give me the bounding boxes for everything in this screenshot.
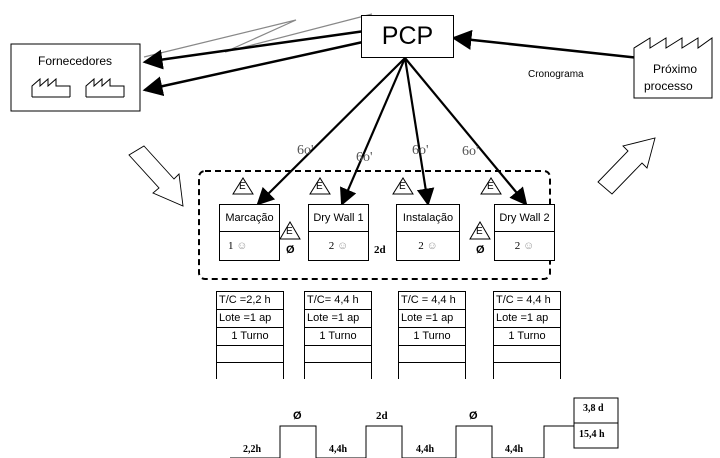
- inbound-shipment-arrow: [128, 145, 184, 207]
- operator-count: 2 ☺: [514, 240, 535, 252]
- operator-count: 2 ☺: [328, 240, 349, 252]
- inventory-e-6: E: [476, 226, 483, 237]
- data-box-instalacao: T/C = 4,4 h Lote =1 ap 1 Turno: [398, 291, 466, 379]
- shifts: 1 Turno: [494, 327, 560, 345]
- timeline-process-time-1: 2,2h: [243, 444, 262, 455]
- timeline-process-time-3: 4,4h: [416, 444, 435, 455]
- empty-row: [494, 345, 560, 362]
- go-see-icon-1: 6o': [297, 143, 314, 158]
- next-process-factory-icon: [633, 37, 713, 99]
- cycle-time: T/C= 4,4 h: [305, 291, 371, 309]
- timeline-wait-1: Ø: [293, 410, 302, 422]
- pcp-to-marcacao-arrow: [256, 57, 406, 206]
- pcp-box: PCP: [361, 15, 454, 58]
- inventory-triangles: [232, 177, 502, 240]
- go-see-icon-3: 6o': [412, 143, 429, 158]
- next-process-to-pcp-arrow: [451, 29, 641, 60]
- data-box-drywall2: T/C = 4,4 h Lote =1 ap 1 Turno: [493, 291, 561, 379]
- pcp-to-drywall2-arrow: [404, 57, 528, 206]
- lot-size: Lote =1 ap: [305, 309, 371, 327]
- empty-row: [494, 362, 560, 379]
- lot-size: Lote =1 ap: [494, 309, 560, 327]
- cycle-time: T/C = 4,4 h: [399, 291, 465, 309]
- cycle-time: T/C = 4,4 h: [494, 291, 560, 309]
- process-name: Dry Wall 2: [495, 205, 554, 232]
- timeline-line: [230, 425, 574, 458]
- process-name: Marcação: [220, 205, 279, 232]
- inventory-between-2: 2d: [374, 244, 386, 256]
- operator-count: 1 ☺: [228, 240, 248, 252]
- pcp-to-drywall1-arrow: [340, 57, 407, 207]
- suppliers-label: Fornecedores: [38, 54, 113, 68]
- next-process-label-1: Próximo: [653, 62, 698, 76]
- cycle-time: T/C =2,2 h: [217, 291, 283, 309]
- go-see-icon-2: 6o': [356, 150, 373, 165]
- pcp-to-suppliers-arrow-1: [142, 28, 373, 70]
- shifts: 1 Turno: [399, 327, 465, 345]
- process-name: Instalação: [397, 205, 459, 232]
- operator-count: 2 ☺: [418, 240, 438, 252]
- empty-row: [217, 345, 283, 362]
- timeline-process-time-2: 4,4h: [329, 444, 348, 455]
- pcp-label: PCP: [381, 22, 434, 50]
- empty-row: [217, 362, 283, 379]
- inventory-e-3: E: [399, 181, 406, 192]
- shifts: 1 Turno: [217, 327, 283, 345]
- inventory-e-1: E: [239, 181, 246, 192]
- process-box-marcacao: Marcação 1 ☺: [219, 204, 280, 261]
- process-group-boundary: [198, 170, 551, 280]
- inventory-between-1: Ø: [286, 244, 295, 256]
- process-time-total: 15,4 h: [579, 429, 605, 440]
- supplier-factory-icon-2: [85, 77, 125, 97]
- process-box-drywall1: Dry Wall 1 2 ☺: [308, 204, 369, 261]
- supplier-factory-icon-1: [31, 77, 71, 97]
- inventory-between-3: Ø: [476, 244, 485, 256]
- inventory-e-4: E: [487, 181, 494, 192]
- process-name: Dry Wall 1: [309, 205, 368, 232]
- shifts: 1 Turno: [305, 327, 371, 345]
- empty-row: [399, 362, 465, 379]
- electronic-info-arrow: [143, 13, 373, 58]
- schedule-label: Cronograma: [528, 69, 584, 80]
- empty-row: [305, 362, 371, 379]
- suppliers-box: [10, 43, 141, 112]
- next-process-label-2: processo: [644, 79, 693, 93]
- data-box-drywall1: T/C= 4,4 h Lote =1 ap 1 Turno: [304, 291, 372, 379]
- lead-time-total: 3,8 d: [583, 403, 604, 414]
- inventory-e-5: E: [286, 226, 293, 237]
- pcp-to-instalacao-arrow: [403, 57, 435, 207]
- lot-size: Lote =1 ap: [217, 309, 283, 327]
- lot-size: Lote =1 ap: [399, 309, 465, 327]
- empty-row: [399, 345, 465, 362]
- timeline-wait-2: 2d: [376, 410, 388, 422]
- timeline-wait-3: Ø: [469, 410, 478, 422]
- outbound-shipment-arrow: [597, 137, 656, 195]
- timeline-process-time-4: 4,4h: [505, 444, 524, 455]
- inventory-e-2: E: [316, 181, 323, 192]
- go-see-icon-4: 6o': [462, 144, 479, 159]
- process-box-instalacao: Instalação 2 ☺: [396, 204, 460, 261]
- pcp-to-suppliers-arrow-2: [142, 38, 373, 97]
- process-box-drywall2: Dry Wall 2 2 ☺: [494, 204, 555, 261]
- empty-row: [305, 345, 371, 362]
- data-box-marcacao: T/C =2,2 h Lote =1 ap 1 Turno: [216, 291, 284, 379]
